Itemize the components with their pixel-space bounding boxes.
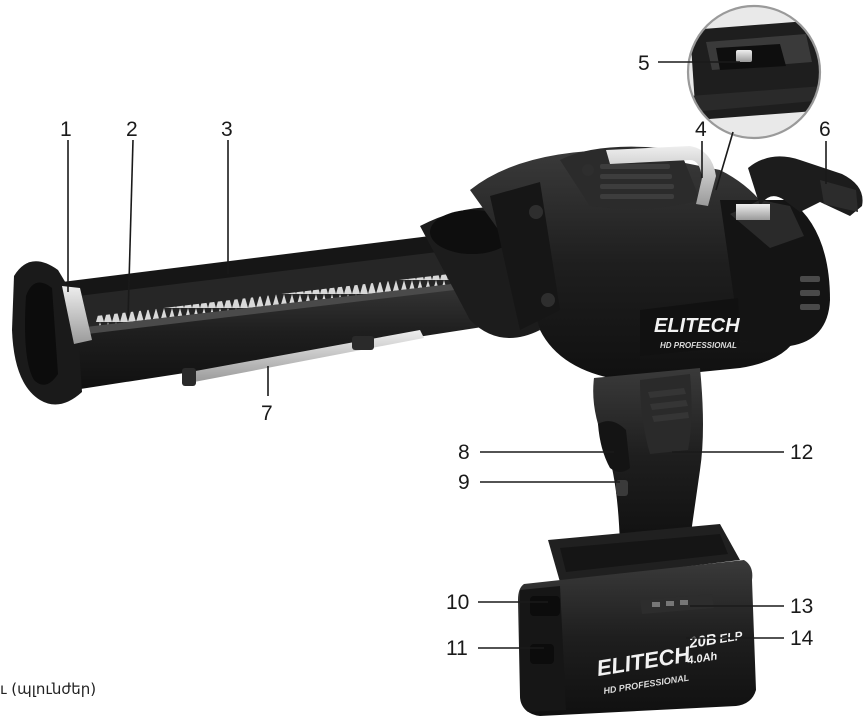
callout-7: 7 <box>261 402 273 425</box>
direction-switch <box>616 480 628 496</box>
callout-9: 9 <box>458 471 470 494</box>
battery: ELITECH HD PROFESSIONAL 20B ELP 4.0Ah <box>518 524 756 716</box>
plunger-knob <box>730 156 863 248</box>
hanging-hook <box>606 146 716 206</box>
battery-latch <box>530 644 554 664</box>
battery-release-button <box>530 596 560 616</box>
guide-rod <box>182 330 424 386</box>
callout-12: 12 <box>790 441 813 464</box>
callout-4: 4 <box>695 118 707 141</box>
caption-text: ւ (պլունժեր) <box>0 680 97 698</box>
callout-5: 5 <box>638 52 650 75</box>
callout-6: 6 <box>819 118 831 141</box>
callout-1: 1 <box>60 118 72 141</box>
callout-14: 14 <box>790 627 814 650</box>
battery-capacity: 4.0Ah <box>686 650 719 667</box>
body-brand: ELITECH <box>654 315 740 337</box>
battery-voltage: 20B <box>687 631 718 652</box>
charge-indicator <box>640 594 714 614</box>
callout-numbers: 1 2 3 4 5 6 7 8 9 10 11 12 13 14 <box>60 52 831 660</box>
body-series: HD PROFESSIONAL <box>660 341 737 350</box>
callout-2: 2 <box>126 118 138 141</box>
battery-type: ELP <box>718 628 744 646</box>
grip-handle <box>593 368 703 546</box>
leader-lines <box>67 61 827 649</box>
callout-8: 8 <box>458 441 470 464</box>
callout-13: 13 <box>790 595 813 618</box>
callout-11: 11 <box>446 637 468 660</box>
barrel <box>12 207 540 405</box>
detail-magnifier <box>686 4 822 140</box>
callout-10: 10 <box>446 591 469 614</box>
callout-3: 3 <box>221 118 233 141</box>
trigger <box>598 421 630 472</box>
